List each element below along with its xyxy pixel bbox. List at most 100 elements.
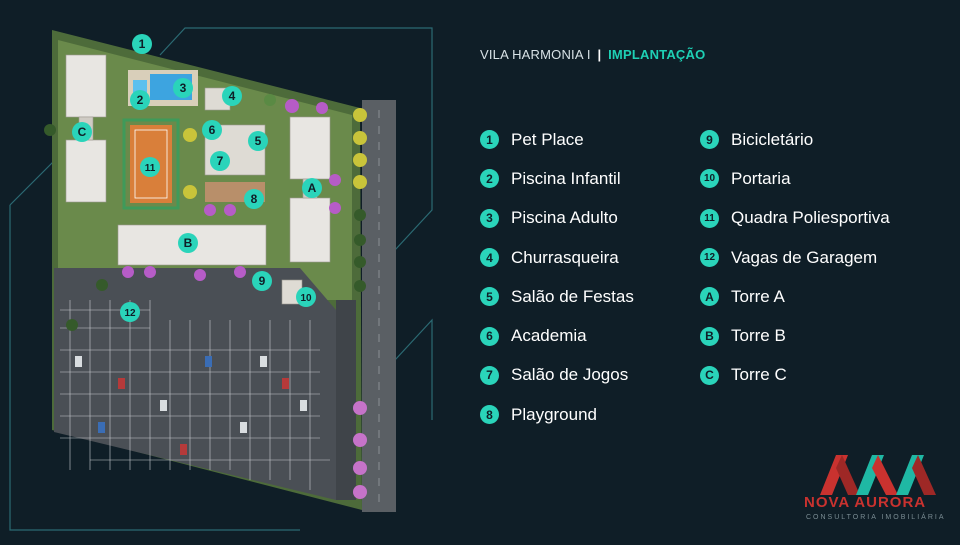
map-marker-circle bbox=[130, 90, 150, 110]
legend-item: 11 Quadra Poliesportiva bbox=[700, 199, 890, 238]
map-marker-label: 3 bbox=[180, 81, 187, 95]
legend-number-badge: 10 bbox=[700, 169, 719, 189]
map-marker-circle bbox=[72, 122, 92, 142]
page-header: VILA HARMONIA I | IMPLANTAÇÃO bbox=[480, 47, 705, 62]
map-marker-label: 8 bbox=[251, 192, 258, 206]
legend-column-left: 1 Pet Place 2 Piscina Infantil 3 Piscina Adul… bbox=[480, 120, 634, 434]
map-marker-circle bbox=[173, 78, 193, 98]
legend-label: Torre C bbox=[731, 365, 787, 385]
map-marker-circle bbox=[132, 34, 152, 54]
legend-item: 10 Portaria bbox=[700, 159, 890, 198]
map-marker-label: B bbox=[184, 236, 193, 250]
map-marker-circle bbox=[120, 302, 140, 322]
legend-number-badge: 7 bbox=[480, 365, 499, 385]
map-marker-circle bbox=[302, 178, 322, 198]
legend-label: Piscina Adulto bbox=[511, 208, 618, 228]
map-marker: B bbox=[178, 233, 198, 253]
map-marker-label: 2 bbox=[137, 93, 144, 107]
map-marker-label: C bbox=[78, 125, 87, 139]
map-marker-label: A bbox=[308, 181, 317, 195]
legend-item: 7 Salão de Jogos bbox=[480, 356, 634, 395]
legend-item: 1 Pet Place bbox=[480, 120, 634, 159]
map-marker-label: 6 bbox=[209, 123, 216, 137]
legend-item: A Torre A bbox=[700, 277, 890, 316]
legend-number-badge: 1 bbox=[480, 130, 499, 150]
legend-item: 4 Churrasqueira bbox=[480, 238, 634, 277]
map-marker: 6 bbox=[202, 120, 222, 140]
legend-label: Torre A bbox=[731, 286, 785, 306]
legend-label: Salão de Festas bbox=[511, 286, 634, 306]
map-marker: A bbox=[302, 178, 322, 198]
map-marker: C bbox=[72, 122, 92, 142]
parking-bays bbox=[60, 300, 330, 490]
map-marker-label: 7 bbox=[217, 154, 224, 168]
map-marker: 2 bbox=[130, 90, 150, 110]
legend-number-badge: 3 bbox=[480, 208, 499, 228]
map-marker: 5 bbox=[248, 131, 268, 151]
map-marker-circle bbox=[244, 189, 264, 209]
legend-label: Piscina Infantil bbox=[511, 168, 621, 188]
map-marker-label: 1 bbox=[139, 37, 146, 51]
map-marker-label: 12 bbox=[124, 308, 136, 319]
project-name: VILA HARMONIA I bbox=[480, 47, 591, 62]
header-separator: | bbox=[597, 47, 602, 62]
map-marker: 7 bbox=[210, 151, 230, 171]
legend-label: Vagas de Garagem bbox=[731, 247, 878, 267]
map-marker-label: 11 bbox=[145, 163, 156, 174]
legend-number-badge: B bbox=[700, 326, 719, 346]
legend-label: Pet Place bbox=[511, 129, 584, 149]
legend-number-badge: 6 bbox=[480, 326, 499, 346]
map-marker-circle bbox=[248, 131, 268, 151]
trees bbox=[44, 94, 367, 499]
map-marker: 9 bbox=[252, 271, 272, 291]
map-marker: 10 bbox=[296, 287, 316, 307]
legend-column-right: 9 Bicicletário 10 Portaria 11 Quadra Poliespo… bbox=[700, 120, 890, 395]
legend-number-badge: C bbox=[700, 365, 719, 385]
legend-number-badge: 5 bbox=[480, 287, 499, 307]
legend-number-badge: A bbox=[700, 287, 719, 307]
map-marker-circle bbox=[210, 151, 230, 171]
map-marker-circle bbox=[222, 86, 242, 106]
map-marker: 1 bbox=[132, 34, 152, 54]
map-marker: 8 bbox=[244, 189, 264, 209]
map-marker-circle bbox=[252, 271, 272, 291]
legend-label: Academia bbox=[511, 326, 587, 346]
legend-number-badge: 2 bbox=[480, 169, 499, 189]
legend-number-badge: 9 bbox=[700, 130, 719, 150]
legend-label: Portaria bbox=[731, 168, 791, 188]
legend-number-badge: 12 bbox=[700, 248, 719, 268]
parking-lot bbox=[54, 268, 336, 500]
legend-label: Bicicletário bbox=[731, 129, 814, 149]
map-marker-label: 4 bbox=[229, 89, 236, 103]
nova-aurora-logo bbox=[820, 455, 936, 495]
legend-item: 6 Academia bbox=[480, 316, 634, 355]
map-marker: 3 bbox=[173, 78, 193, 98]
map-marker-circle bbox=[140, 157, 160, 177]
legend-label: Quadra Poliesportiva bbox=[731, 208, 890, 228]
legend-number-badge: 8 bbox=[480, 405, 499, 425]
legend-item: 2 Piscina Infantil bbox=[480, 159, 634, 198]
map-marker-label: 10 bbox=[300, 293, 312, 304]
section-title: IMPLANTAÇÃO bbox=[608, 47, 706, 62]
map-marker: 11 bbox=[140, 157, 160, 177]
legend-number-badge: 4 bbox=[480, 248, 499, 268]
legend-number-badge: 11 bbox=[700, 208, 719, 228]
legend-label: Torre B bbox=[731, 326, 786, 346]
legend-label: Salão de Jogos bbox=[511, 365, 629, 385]
legend-label: Churrasqueira bbox=[511, 247, 619, 267]
parked-cars bbox=[75, 356, 307, 455]
map-marker: 12 bbox=[120, 302, 140, 322]
legend-item: 5 Salão de Festas bbox=[480, 277, 634, 316]
logo-subtitle: CONSULTORIA IMOBILIÁRIA bbox=[806, 514, 946, 521]
map-marker: 4 bbox=[222, 86, 242, 106]
map-marker-circle bbox=[202, 120, 222, 140]
legend-item: 3 Piscina Adulto bbox=[480, 199, 634, 238]
legend-item: C Torre C bbox=[700, 356, 890, 395]
legend-item: 12 Vagas de Garagem bbox=[700, 238, 890, 277]
map-marker-circle bbox=[178, 233, 198, 253]
